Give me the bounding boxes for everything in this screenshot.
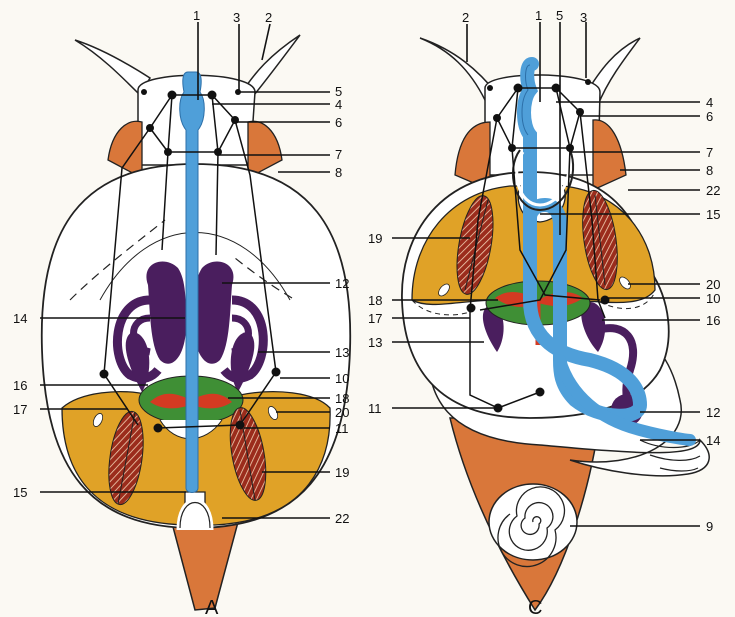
label-c-14: 14	[706, 433, 720, 448]
label-a-22: 22	[335, 511, 349, 526]
label-c-6: 6	[706, 109, 713, 124]
label-a-12: 12	[335, 276, 349, 291]
label-c-22: 22	[706, 183, 720, 198]
label-c-12: 12	[706, 405, 720, 420]
label-a-3: 3	[233, 10, 240, 25]
head	[485, 75, 600, 175]
label-a-6: 6	[335, 115, 342, 130]
label-a-8: 8	[335, 165, 342, 180]
label-a-10: 10	[335, 371, 349, 386]
label-a-15: 15	[13, 485, 27, 500]
label-c-7: 7	[706, 145, 713, 160]
label-a-20: 20	[335, 405, 349, 420]
panel-a: 1 3 2 5 4 6 7 8 12 14 13 10 16 18 17 20 …	[13, 8, 350, 617]
panel-label-c: C	[528, 597, 542, 617]
label-a-18: 18	[335, 391, 349, 406]
label-c-4: 4	[706, 95, 713, 110]
side-flap-left	[108, 121, 142, 178]
label-c-10: 10	[706, 291, 720, 306]
label-c-15: 15	[706, 207, 720, 222]
panel-c: 2 1 5 3 4 6 7 8 22 15 19 20 18 10 17 16 …	[368, 8, 720, 617]
label-a-11: 11	[335, 421, 349, 436]
label-c-3: 3	[580, 10, 587, 25]
label-c-19: 19	[368, 231, 382, 246]
label-c-13: 13	[368, 335, 382, 350]
label-c-11: 11	[368, 401, 382, 416]
label-a-13: 13	[335, 345, 349, 360]
label-a-16: 16	[13, 378, 27, 393]
label-a-14: 14	[13, 311, 27, 326]
label-a-2: 2	[265, 10, 272, 25]
label-c-20: 20	[706, 277, 720, 292]
label-c-17: 17	[368, 311, 382, 326]
side-flap-right	[248, 121, 282, 178]
label-a-4: 4	[335, 97, 342, 112]
label-c-9: 9	[706, 519, 713, 534]
label-c-16: 16	[706, 313, 720, 328]
label-a-19: 19	[335, 465, 349, 480]
panel-label-a: A	[205, 597, 219, 617]
label-c-5: 5	[556, 8, 563, 23]
label-c-18: 18	[368, 293, 382, 308]
label-c-1: 1	[535, 8, 542, 23]
label-a-1: 1	[193, 8, 200, 23]
label-a-17: 17	[13, 402, 27, 417]
label-c-2: 2	[462, 10, 469, 25]
label-c-8: 8	[706, 163, 713, 178]
side-flap-right	[593, 120, 626, 190]
label-a-7: 7	[335, 147, 342, 162]
